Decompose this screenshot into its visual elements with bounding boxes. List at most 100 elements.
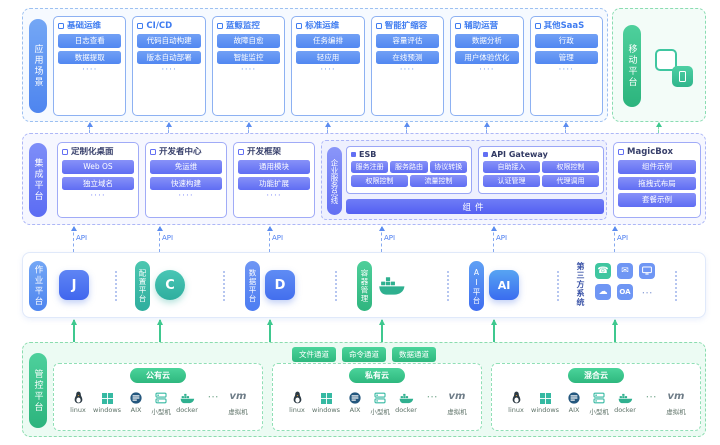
node-label: windows [531, 406, 560, 414]
cloud-title: 混合云 [568, 368, 624, 383]
card-title: 定制化桌面 [71, 147, 114, 157]
card-item: 轻应用 [296, 50, 360, 64]
gateway-row: 自助接入 权限控制 [483, 161, 599, 173]
node-label: linux [508, 406, 524, 414]
gateway-item: 认证管理 [483, 175, 540, 187]
node-label: linux [289, 406, 305, 414]
card-title: 智能扩缩容 [384, 21, 428, 31]
esb-box: ESB 服务注册 服务路由 协议转换 权限控制 流量控制 [346, 146, 472, 194]
connector-arrow [484, 122, 490, 133]
card-item: 数据分析 [455, 34, 519, 48]
gateway-item: 权限控制 [542, 161, 599, 173]
command-channel-badge: 命令通道 [342, 347, 386, 362]
ellipsis: ···· [81, 65, 98, 75]
card-title: CI/CD [146, 21, 173, 31]
card-item: 数据提取 [58, 50, 122, 64]
server-icon [155, 390, 167, 404]
config-platform-icon: C [155, 270, 185, 300]
layer-label-control: 管控平台 [29, 353, 47, 428]
card-header: 其他SaaS [534, 21, 598, 31]
app-square-icon [238, 149, 244, 155]
connector-arrow [87, 122, 93, 133]
app-square-icon [150, 149, 156, 155]
card-item: 在线预测 [375, 50, 440, 64]
gateway-item: 代理调用 [542, 175, 599, 187]
app-square-icon [375, 23, 382, 29]
node-label: 虚拟机 [447, 408, 467, 416]
mobile-icon-front [672, 66, 693, 87]
separator-dots [447, 271, 449, 301]
node-label: 虚拟机 [228, 408, 248, 416]
card-header: 辅助运营 [455, 21, 518, 31]
ellipsis: ···· [161, 65, 177, 75]
app-card-sops: 标准运维 任务编排 轻应用 ···· [291, 16, 365, 116]
node-docker: docker [614, 390, 636, 414]
docker-icon [618, 390, 633, 404]
node-vm: vm 虚拟机 [228, 390, 248, 416]
ellipsis: ···· [558, 65, 574, 75]
control-connector [267, 319, 273, 342]
api-connector: API [379, 226, 395, 252]
app-card-monitor: 蓝鲸监控 故障自愈 智能监控 ···· [211, 16, 286, 116]
card-title: 其他SaaS [543, 21, 585, 31]
card-item: 行政 [534, 34, 598, 48]
esb-title: ESB [359, 150, 377, 159]
node-docker: docker [395, 390, 417, 414]
ellipsis: ···· [320, 65, 336, 75]
card-item: 通用模块 [238, 160, 310, 174]
config-letter: C [165, 277, 175, 293]
api-connector: API [267, 226, 283, 252]
card-item: 免运维 [150, 160, 222, 174]
ellipsis: ···· [479, 65, 495, 75]
node-label: docker [395, 406, 417, 414]
vmware-icon: vm [229, 391, 247, 402]
esb-item: 服务路由 [390, 161, 428, 173]
card-item: 智能监控 [216, 50, 281, 64]
node-linux: linux [287, 390, 307, 414]
connector-arrow [325, 122, 331, 133]
api-connector: API [71, 226, 87, 252]
control-connector [491, 319, 497, 342]
card-header: 定制化桌面 [62, 147, 134, 157]
windows-icon [320, 390, 332, 404]
card-header: 开发框架 [238, 147, 310, 157]
card-header: 标准运维 [296, 21, 359, 31]
card-item: 容量评估 [375, 34, 440, 48]
app-square-icon [137, 23, 144, 29]
node-label: 小型机 [151, 408, 171, 416]
mobile-platform-label: 移动平台 [623, 25, 641, 107]
cloud-title: 私有云 [349, 368, 405, 383]
custom-desktop-card: 定制化桌面 Web OS 独立域名 ···· [57, 142, 139, 218]
ellipsis: ···· [399, 65, 416, 75]
control-layer: 管控平台 文件通道 命令通道 数据通道 公有云 linux windows AI… [22, 342, 706, 437]
more-icon: ⋯ [426, 390, 438, 403]
card-item: 任务编排 [296, 34, 360, 48]
node-minicomputer: 小型机 [151, 390, 171, 416]
node-label: windows [312, 406, 341, 414]
linux-icon [73, 390, 84, 404]
mobile-platform-panel: 移动平台 [612, 8, 706, 122]
ai-platform-label: AI平台 [469, 261, 484, 311]
connector-arrow [404, 122, 410, 133]
card-item: 独立域名 [62, 176, 134, 190]
config-platform-label: 配置平台 [135, 261, 150, 311]
card-item: 组件示例 [618, 160, 696, 174]
windows-icon [101, 390, 113, 404]
connector-arrow-mobile [656, 122, 662, 133]
windows-icon [539, 390, 551, 404]
ai-letters: AI [497, 278, 511, 292]
card-header: 基础运维 [58, 21, 121, 31]
esb-item: 流量控制 [410, 175, 467, 187]
docker-icon [399, 390, 414, 404]
card-item: Web OS [62, 160, 134, 174]
job-letter: J [71, 277, 77, 293]
card-header: CI/CD [137, 21, 200, 31]
app-card-ops: 基础运维 日志查看 数据提取 ···· [53, 16, 127, 116]
integration-layer: 集成平台 定制化桌面 Web OS 独立域名 ···· 开发者中心 免运维 快速… [22, 133, 706, 225]
card-title: 标准运维 [305, 21, 340, 31]
app-card-autoscale: 智能扩缩容 容量评估 在线预测 ···· [370, 16, 445, 116]
